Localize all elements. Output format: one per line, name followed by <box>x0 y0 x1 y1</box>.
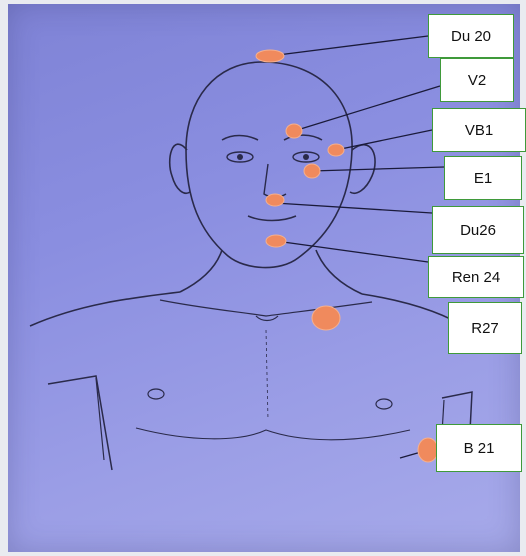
leader-ren24 <box>276 241 428 262</box>
leader-vb1 <box>336 130 432 150</box>
label-v2: V2 <box>440 58 514 102</box>
nose <box>264 164 286 197</box>
sternal-notch <box>256 316 278 321</box>
neck-right <box>316 250 362 294</box>
point-ren24 <box>266 235 286 247</box>
right-nipple <box>376 399 392 409</box>
label-e1: E1 <box>444 156 522 200</box>
point-du26 <box>266 194 284 206</box>
point-e1 <box>304 164 320 178</box>
label-r27: R27 <box>448 302 522 354</box>
chest-center <box>266 330 268 420</box>
left-nipple <box>148 389 164 399</box>
label-du20: Du 20 <box>428 14 514 58</box>
mouth <box>248 216 296 221</box>
acupoints <box>256 50 438 462</box>
point-vb1 <box>328 144 344 156</box>
left-eyebrow <box>222 136 258 141</box>
leader-v2 <box>294 86 440 131</box>
leader-du26 <box>275 203 432 213</box>
point-r27 <box>312 306 340 330</box>
label-b21: B 21 <box>436 424 522 472</box>
chest-lower <box>136 428 410 440</box>
point-b21 <box>418 438 438 462</box>
leader-du20 <box>270 36 428 56</box>
label-ren24: Ren 24 <box>428 256 524 298</box>
label-vb1: VB1 <box>432 108 526 152</box>
collarbone <box>160 300 372 316</box>
neck-left <box>180 250 222 292</box>
point-du20 <box>256 50 284 62</box>
leader-lines <box>270 36 444 458</box>
left-arm <box>48 376 112 470</box>
label-du26: Du26 <box>432 206 524 254</box>
left-shoulder <box>30 292 180 326</box>
leader-e1 <box>312 167 444 171</box>
point-v2 <box>286 124 302 138</box>
